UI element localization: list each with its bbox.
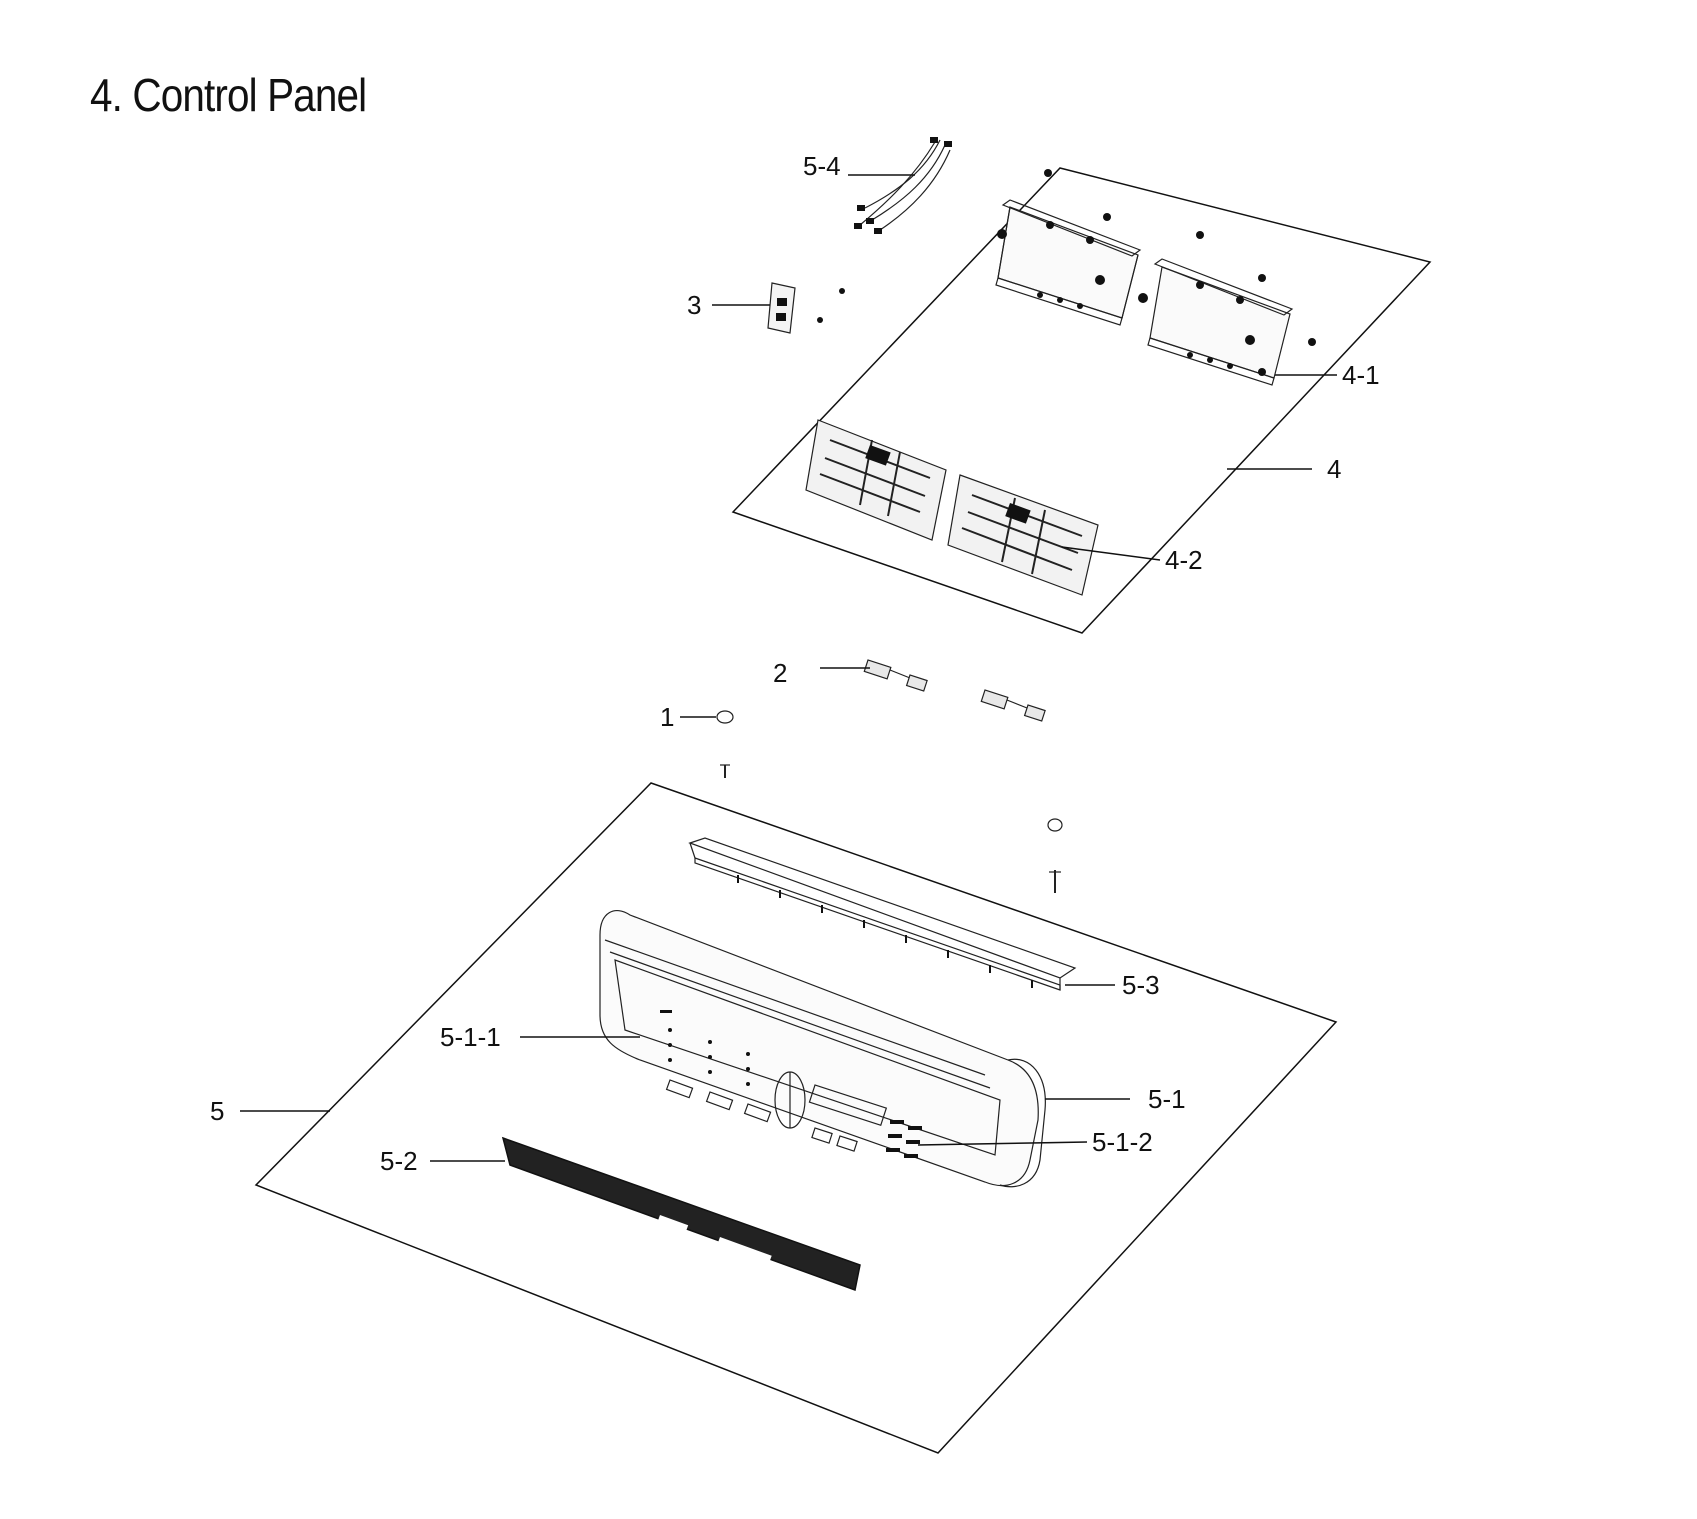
callout-5-2: 5-2	[380, 1146, 418, 1176]
callout-4-1: 4-1	[1342, 360, 1380, 390]
pcb-board-4-1	[995, 169, 1316, 386]
part-2-connector	[863, 659, 1046, 722]
pcb-board-4-2	[805, 419, 1099, 596]
control-panel-assembly-plate	[254, 782, 1338, 1454]
page-title: 4. Control Panel	[90, 69, 367, 121]
callout-5-3: 5-3	[1122, 970, 1160, 1000]
trim-strip-5-3	[688, 837, 1077, 991]
part-1-screw-cap	[716, 710, 1063, 893]
callout-4-2: 4-2	[1165, 545, 1203, 575]
pcb-assembly-plate	[731, 167, 1432, 634]
leader-lines	[240, 174, 1337, 1162]
wire-harness-5-4	[854, 137, 952, 234]
callout-5-1-2: 5-1-2	[1092, 1127, 1153, 1157]
callout-4: 4	[1327, 454, 1341, 484]
panel-body-5-1	[599, 910, 1046, 1188]
callout-1: 1	[660, 702, 674, 732]
callout-5-1: 5-1	[1148, 1084, 1186, 1114]
callout-2: 2	[773, 658, 787, 688]
dark-trim-5-2	[501, 1136, 861, 1292]
callout-5-4: 5-4	[803, 151, 841, 181]
callout-5: 5	[210, 1096, 224, 1126]
callout-5-1-1: 5-1-1	[440, 1022, 501, 1052]
callout-3: 3	[687, 290, 701, 320]
part-3-bracket	[767, 282, 796, 334]
